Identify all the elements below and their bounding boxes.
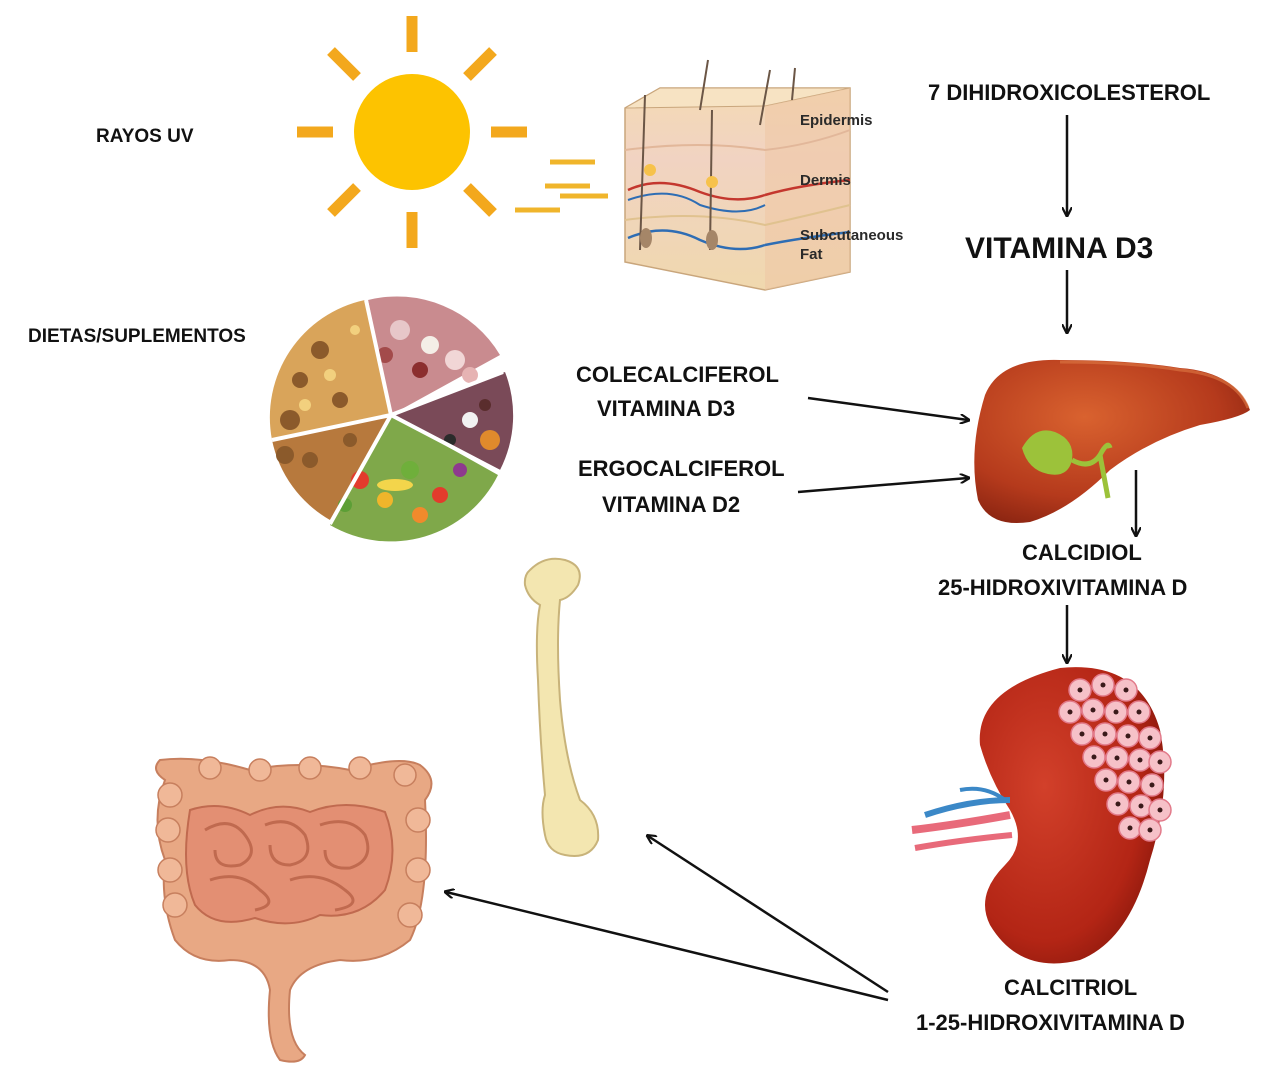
- liver-icon: [974, 359, 1250, 524]
- ergocalciferol-label-1: ERGOCALCIFEROL: [578, 456, 785, 481]
- ergocalciferol-label-2: VITAMINA D2: [602, 492, 741, 517]
- calcidiol-label-1: CALCIDIOL: [1022, 540, 1142, 565]
- kidney-icon: [911, 667, 1172, 964]
- arrow-cholecalciferol-to-liver: [807, 396, 968, 420]
- bone-icon: [523, 557, 600, 857]
- epidermis-label: Epidermis: [800, 112, 873, 129]
- calcitriol-label-2: 1-25-HIDROXIVITAMINA D: [916, 1010, 1185, 1035]
- cholecalciferol-label-2: VITAMINA D3: [597, 396, 736, 421]
- precursor-label: 7 DIHIDROXICOLESTEROL: [928, 80, 1211, 105]
- calcidiol-label-2: 25-HIDROXIVITAMINA D: [938, 575, 1188, 600]
- calcitriol-label-1: CALCITRIOL: [1004, 975, 1138, 1000]
- arrow-ergocalciferol-to-liver: [797, 478, 968, 494]
- intestine-icon: [155, 756, 433, 1063]
- uv-rays-label: RAYOS UV: [96, 126, 194, 147]
- vitamin-d3-label: VITAMINA D3: [965, 232, 1154, 265]
- subcutaneous-label: Subcutaneous: [800, 227, 904, 244]
- flow-arrows: [446, 115, 1136, 1002]
- diet-label: DIETAS/SUPLEMENTOS: [28, 326, 246, 347]
- food-plate-icon: [269, 296, 514, 542]
- cholecalciferol-label-1: COLECALCIFEROL: [576, 362, 779, 387]
- arrow-calcitriol-to-bone: [648, 836, 889, 994]
- arrow-calcitriol-to-intestine: [446, 892, 889, 1002]
- skin-cross-section-icon: [624, 59, 851, 291]
- sun-icon: [297, 16, 608, 248]
- fat-label: Fat: [800, 246, 823, 263]
- dermis-label: Dermis: [800, 172, 851, 189]
